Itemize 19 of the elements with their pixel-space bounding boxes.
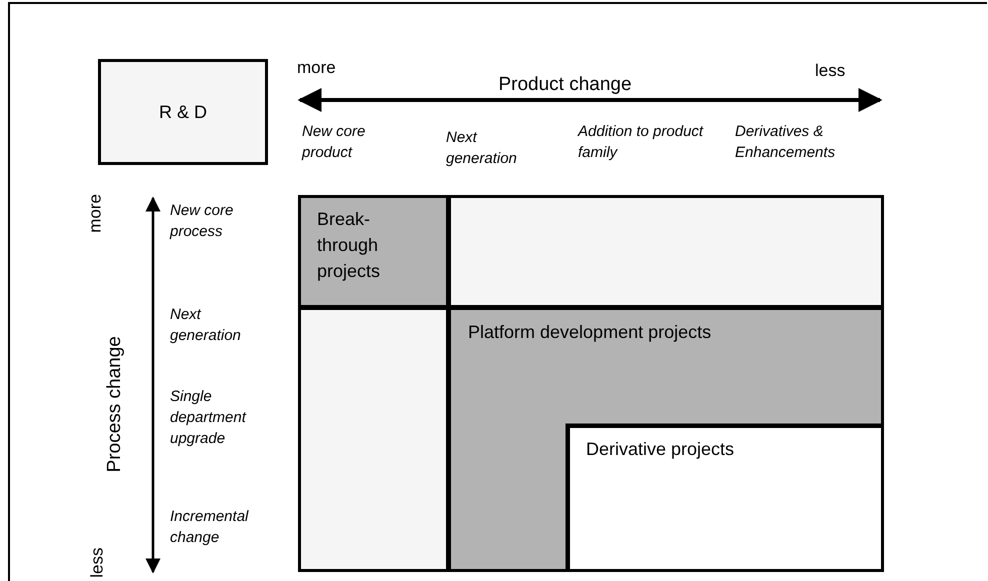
- row-label: Single department upgrade: [170, 387, 248, 449]
- column-label: Derivatives & Enhancements: [735, 122, 836, 163]
- axis-end-label: more: [297, 57, 337, 78]
- axis-title: Process change: [102, 335, 126, 474]
- axis-end-label: less: [86, 546, 108, 578]
- process-box: R & D: [98, 59, 268, 165]
- axis-end-label: less: [815, 60, 846, 81]
- l-shaped-region: [448, 307, 884, 572]
- row-label: New core process: [170, 201, 234, 242]
- column-label: New core product: [302, 122, 366, 163]
- axis-end-label: more: [84, 193, 106, 233]
- row-label: Incremental change: [170, 507, 250, 548]
- column-label: Next generation: [446, 128, 518, 169]
- region-label: Platform development projects: [468, 321, 712, 344]
- axis-title: Product change: [497, 74, 633, 95]
- column-label: Addition to product family: [578, 122, 704, 163]
- region-box: Break-through projects: [298, 195, 449, 308]
- region-box: Derivative projects: [567, 425, 884, 572]
- row-label: Next generation: [170, 305, 242, 346]
